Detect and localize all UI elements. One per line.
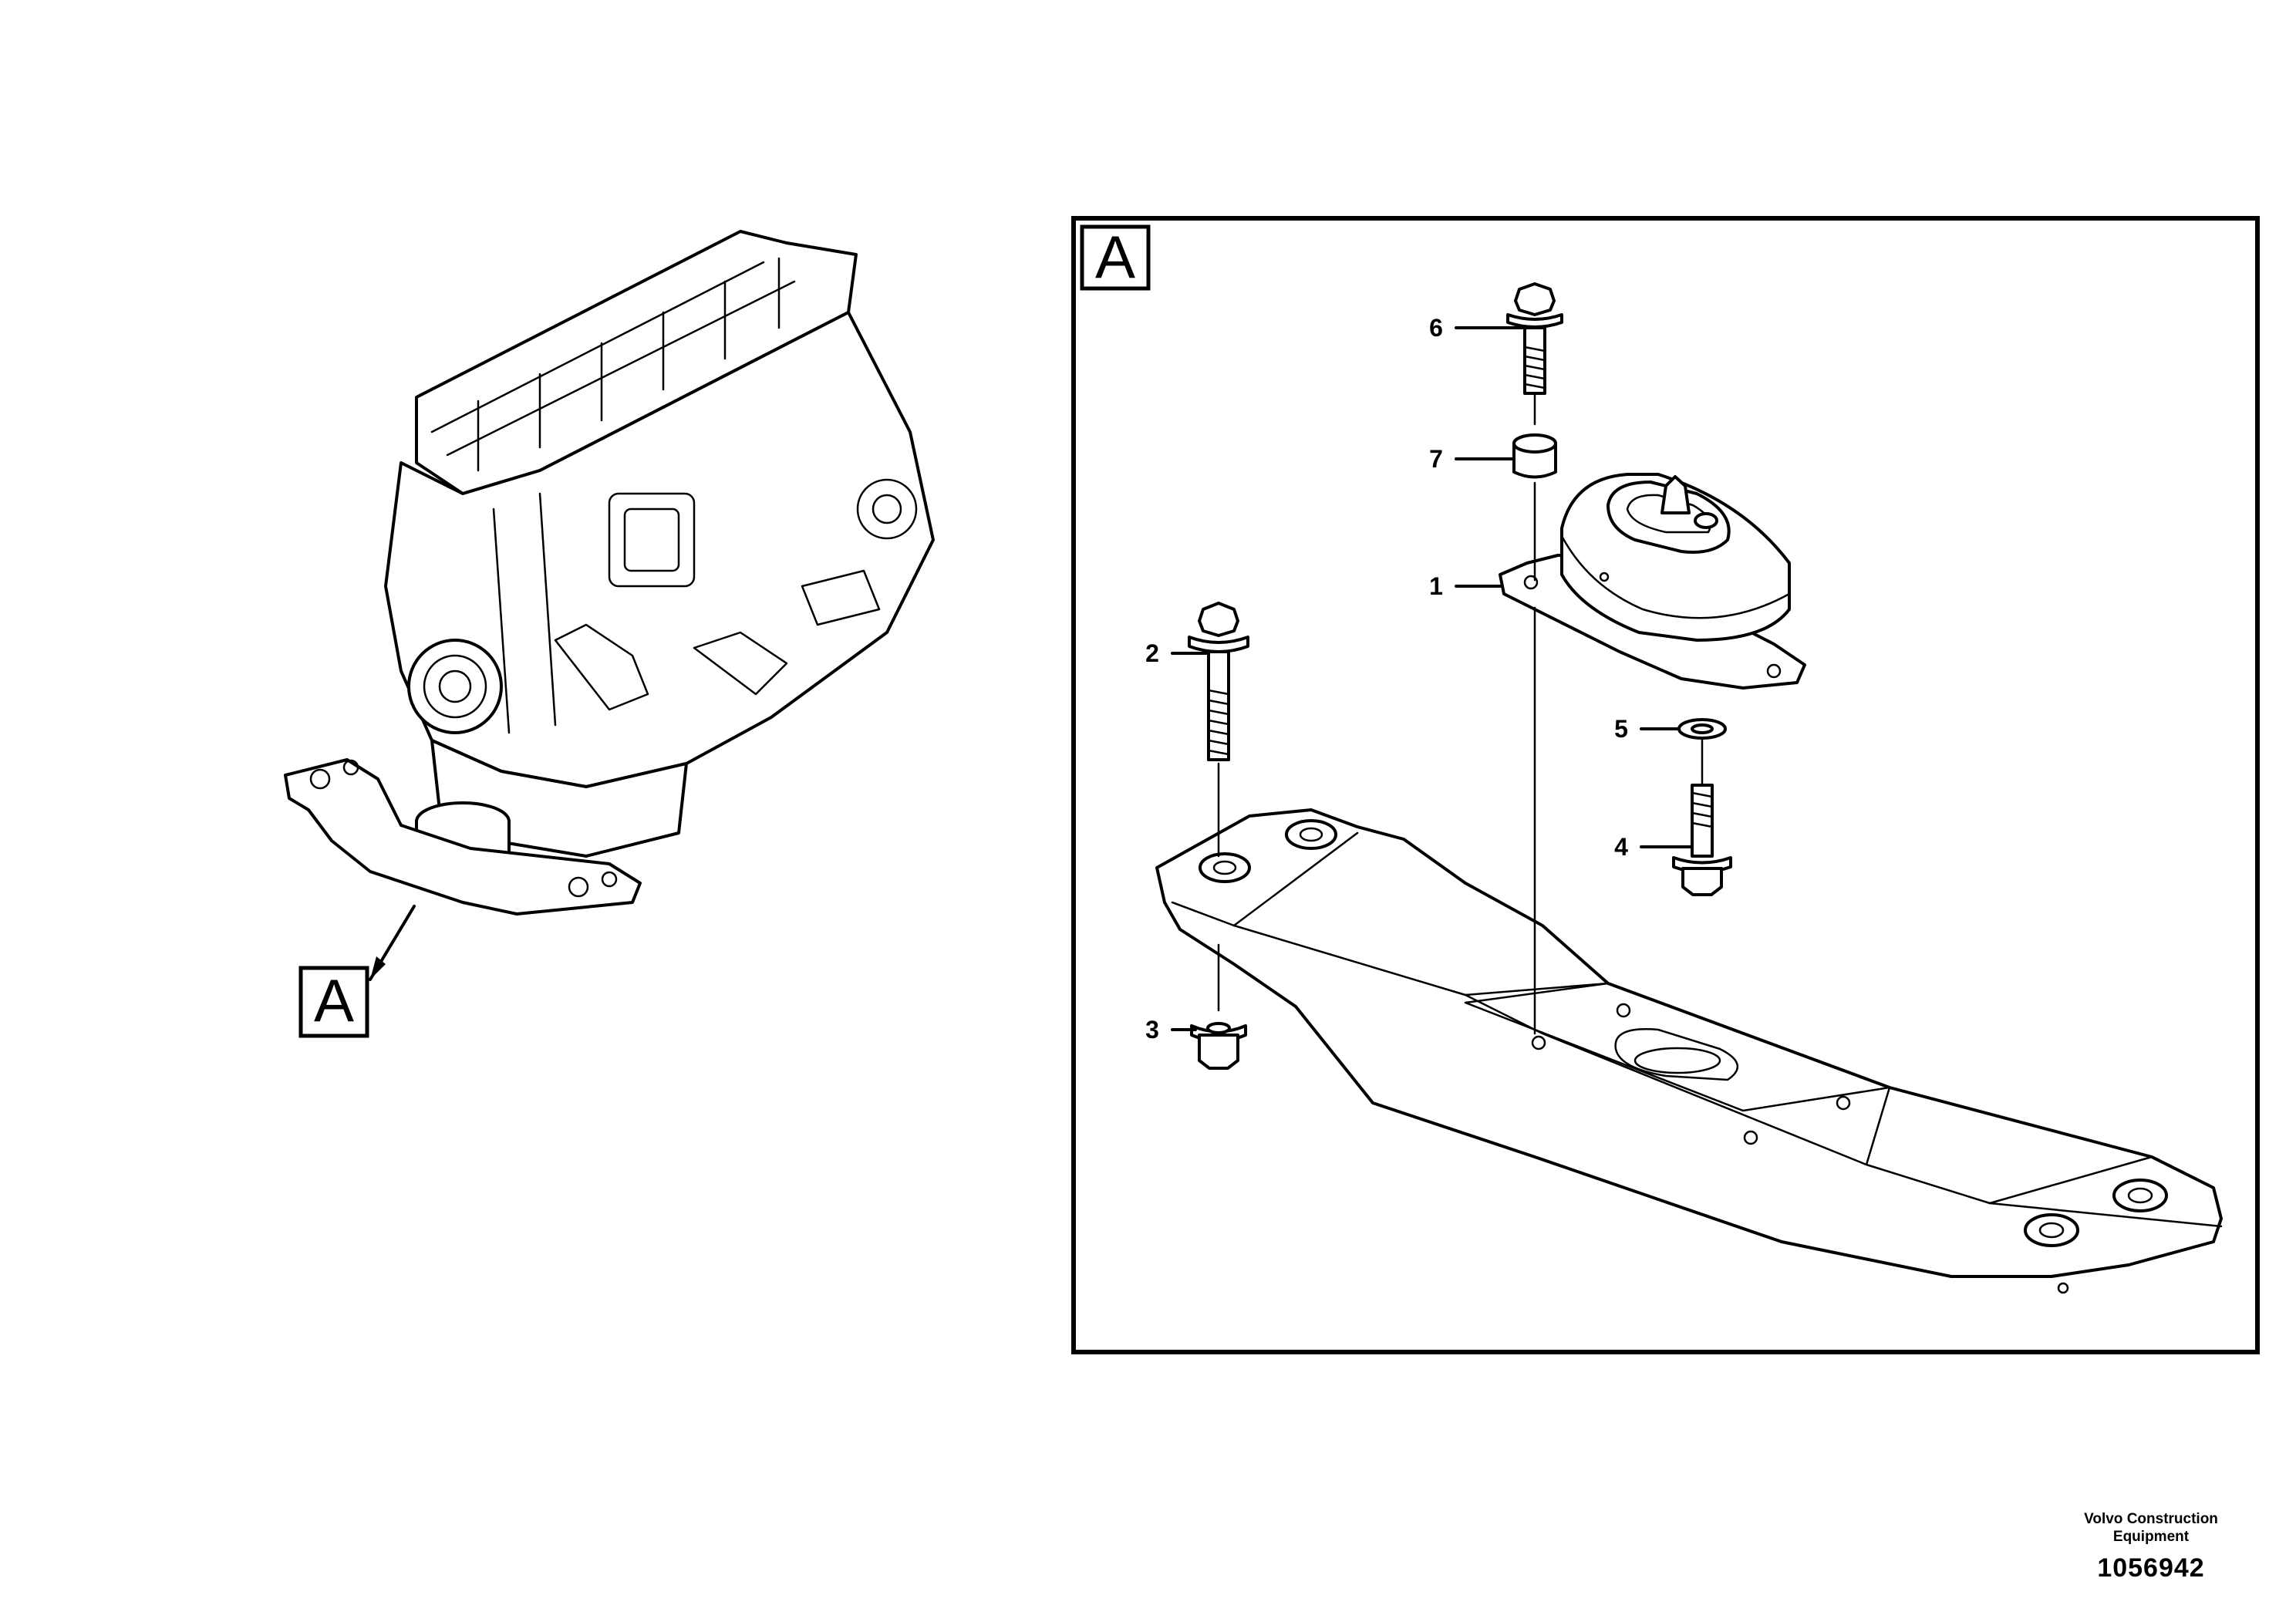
flange-bolt-top (1506, 282, 1563, 395)
detail-view-label-box: A (1080, 223, 1151, 291)
drawing-number: 1056942 (2097, 1553, 2205, 1583)
spacer-sleeve (1512, 433, 1557, 479)
overview-leader-arrowhead (370, 956, 386, 980)
flange-bolt-short (1672, 784, 1732, 896)
detail-view-label: A (1095, 223, 1135, 291)
engine-mount-cushion (1499, 473, 1806, 690)
flange-bolt-long (1188, 602, 1249, 761)
callout-5[interactable]: 5 (1614, 715, 1628, 743)
callout-1[interactable]: 1 (1429, 572, 1443, 600)
detail-frame (1071, 216, 2260, 1354)
footer-block: Volvo Construction Equipment 1056942 (2066, 1510, 2236, 1583)
brand-line-1: Volvo Construction (2084, 1511, 2218, 1527)
crossmember (1155, 808, 2223, 1294)
washer (1677, 718, 1727, 740)
flange-nut (1190, 1022, 1247, 1070)
overview-view-label-box[interactable]: A (298, 966, 369, 1038)
engine-overview (284, 230, 935, 916)
callout-7[interactable]: 7 (1429, 445, 1443, 473)
callout-leaders (1171, 326, 1694, 1031)
callout-3[interactable]: 3 (1145, 1016, 1159, 1044)
callout-6[interactable]: 6 (1429, 314, 1443, 342)
overview-view-label: A (314, 966, 354, 1034)
brand-line-2: Equipment (2112, 1529, 2190, 1545)
callout-4[interactable]: 4 (1614, 833, 1628, 861)
callout-2[interactable]: 2 (1145, 639, 1159, 667)
